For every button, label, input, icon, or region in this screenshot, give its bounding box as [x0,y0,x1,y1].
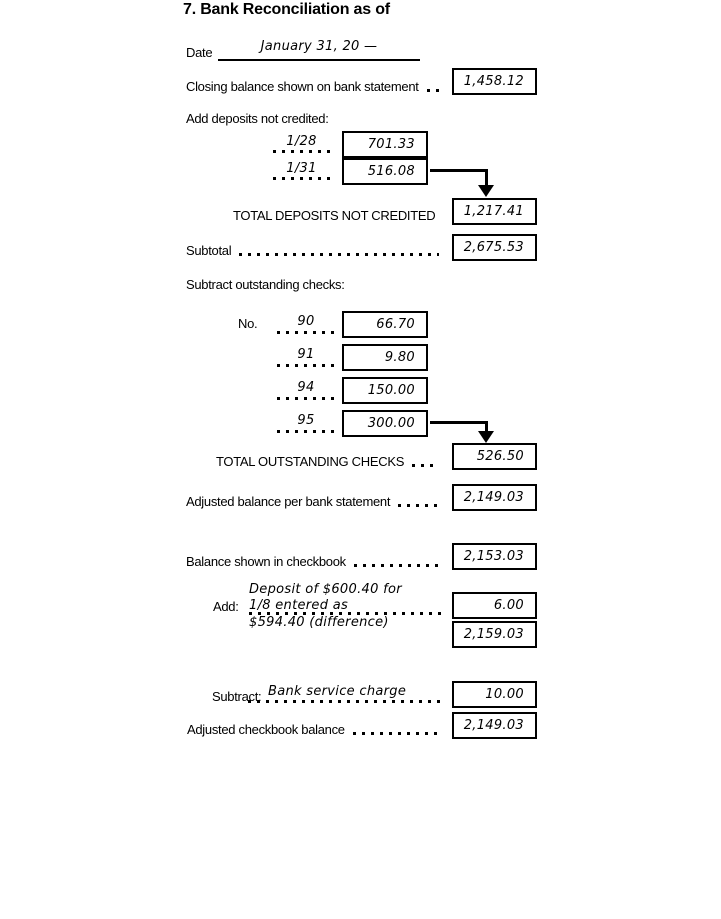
subtract-adjustment-value: 10.00 [485,687,524,702]
dot-leader [277,397,336,400]
check-amount-box: 300.00 [342,410,428,437]
check-amount-box: 66.70 [342,311,428,338]
dot-leader [248,700,441,703]
add-note-line2: 1/8 entered as [249,598,349,613]
date-value: January 31, 20 — [260,39,378,54]
closing-balance-box: 1,458.12 [452,68,537,95]
dot-leader [353,564,439,567]
add-note-line3: $594.40 (difference) [249,615,389,630]
check-amount: 9.80 [384,350,415,365]
subtotal-row: Subtotal [186,243,441,258]
dot-leader [352,732,439,735]
total-checks-box: 526.50 [452,443,537,470]
check-amount: 300.00 [367,416,415,431]
adjusted-bank-value: 2,149.03 [463,490,524,505]
adjusted-checkbook-value: 2,149.03 [463,718,524,733]
total-deposits-value: 1,217.41 [463,204,524,219]
check-number: 90 [297,314,315,329]
dot-leader [398,504,439,507]
check-number: 94 [297,380,315,395]
dot-leader [426,89,439,92]
subtract-adjustment-box: 10.00 [452,681,537,708]
checkbook-balance-label: Balance shown in checkbook [186,554,346,569]
closing-balance-value: 1,458.12 [463,74,524,89]
closing-balance-row: Closing balance shown on bank statement [186,79,441,94]
flow-arrow-checks [485,421,488,433]
check-amount: 150.00 [367,383,415,398]
date-label: Date [186,45,213,60]
dot-leader [412,464,439,467]
arrow-down-icon [478,185,494,197]
add-note-line1: Deposit of $600.40 for [249,582,402,597]
total-checks-value: 526.50 [476,449,524,464]
total-checks-label: TOTAL OUTSTANDING CHECKS [216,454,405,469]
subtotal-value: 2,675.53 [463,240,524,255]
adjusted-bank-label: Adjusted balance per bank statement [186,494,391,509]
deposit-amount: 701.33 [367,137,415,152]
deposit-date: 1/28 [286,134,317,149]
deposit-amount-box: 516.08 [342,158,428,185]
total-deposits-row: TOTAL DEPOSITS NOT CREDITED [233,208,441,223]
total-deposits-label: TOTAL DEPOSITS NOT CREDITED [233,208,436,223]
subtotal-box: 2,675.53 [452,234,537,261]
dot-leader [273,177,331,180]
add-adjustment-box: 6.00 [452,592,537,619]
checkbook-balance-row: Balance shown in checkbook [186,554,441,569]
flow-arrow-deposits [430,169,488,172]
add-adjustment-value: 6.00 [493,598,524,613]
total-deposits-box: 1,217.41 [452,198,537,225]
check-no-label: No. [238,316,258,331]
deposit-amount: 516.08 [367,164,415,179]
add-running-total-value: 2,159.03 [463,627,524,642]
date-underline [218,59,420,61]
dot-leader [273,150,331,153]
total-checks-row: TOTAL OUTSTANDING CHECKS [216,454,441,469]
subtotal-label: Subtotal [186,243,232,258]
arrow-down-icon [478,431,494,443]
adjusted-checkbook-label: Adjusted checkbook balance [187,722,345,737]
dot-leader [249,612,441,615]
flow-arrow-deposits [485,169,488,187]
checkbook-balance-value: 2,153.03 [463,549,524,564]
flow-arrow-checks [430,421,488,424]
dot-leader [277,430,336,433]
deposit-date: 1/31 [286,161,317,176]
adjusted-checkbook-row: Adjusted checkbook balance [187,722,441,737]
check-amount: 66.70 [376,317,415,332]
add-deposits-heading: Add deposits not credited: [186,111,329,126]
add-running-total-box: 2,159.03 [452,621,537,648]
adjusted-bank-box: 2,149.03 [452,484,537,511]
check-amount-box: 9.80 [342,344,428,371]
subtract-checks-heading: Subtract outstanding checks: [186,277,345,292]
check-number: 91 [297,347,315,362]
deposit-amount-box: 701.33 [342,131,428,158]
add-label: Add: [213,599,239,614]
dot-leader [239,253,439,256]
adjusted-bank-row: Adjusted balance per bank statement [186,494,441,509]
check-amount-box: 150.00 [342,377,428,404]
subtract-note: Bank service charge [268,684,407,699]
adjusted-checkbook-box: 2,149.03 [452,712,537,739]
checkbook-balance-box: 2,153.03 [452,543,537,570]
check-number: 95 [297,413,315,428]
closing-balance-label: Closing balance shown on bank statement [186,79,419,94]
dot-leader [277,364,336,367]
page-title: 7. Bank Reconciliation as of [183,1,390,18]
dot-leader [277,331,336,334]
